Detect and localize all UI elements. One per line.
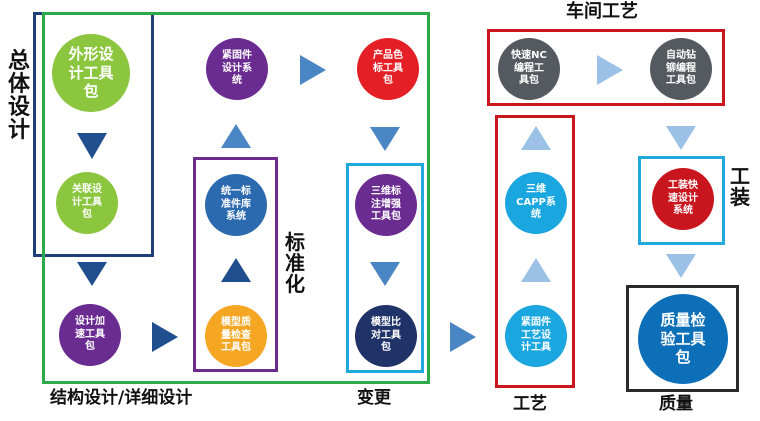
arrow-down-icon [666, 126, 696, 150]
model-quality-check-node: 模型质 量检查 工具包 [205, 305, 267, 367]
quality-label: 质量 [659, 394, 693, 414]
arrow-up-icon [521, 258, 551, 282]
fastener-process-tool-node: 紧固件 工艺设 计工具 [505, 305, 567, 367]
arrow-up-icon [221, 258, 251, 282]
related-design-toolkit-node: 关联设 计工具 包 [56, 172, 118, 234]
structure-design-label: 结构设计/详细设计 [50, 388, 193, 408]
auto-drill-toolkit-node: 自动钻 铆编程 工具包 [650, 38, 712, 100]
workshop-process-label: 车间工艺 [566, 1, 638, 22]
3d-capp-system-node: 三维 CAPP系 统 [505, 172, 567, 234]
product-color-toolkit-node: 产品色 标工具 包 [357, 38, 419, 100]
arrow-down-icon [370, 262, 400, 286]
tooling-label: 工 装 [730, 164, 750, 209]
fastener-design-system-node: 紧固件 设计系 统 [206, 38, 268, 100]
process-frame [495, 115, 575, 388]
arrow-down-icon [77, 262, 107, 286]
overall-design-label: 总 体 设 计 [8, 49, 31, 144]
workshop-process-frame [487, 29, 725, 106]
std-parts-lib-node: 统一标 准件库 系统 [205, 174, 267, 236]
change-frame [346, 163, 424, 373]
process-label: 工艺 [513, 394, 547, 414]
arrow-right-icon [597, 55, 623, 85]
tooling-frame [638, 156, 725, 245]
3d-annotation-toolkit-node: 三维标 注增强 工具包 [355, 174, 417, 236]
standardization-frame [193, 157, 278, 372]
arrow-down-icon [666, 254, 696, 278]
arrow-down-icon [370, 127, 400, 151]
model-compare-toolkit-node: 模型比 对工具 包 [355, 305, 417, 367]
shape-design-toolkit-node: 外形设 计工具 包 [52, 34, 130, 112]
fast-nc-toolkit-node: 快速NC 编程工 具包 [498, 38, 560, 100]
arrow-up-icon [221, 124, 251, 148]
standardization-label: 标 准 化 [285, 230, 305, 296]
arrow-right-icon [152, 322, 178, 352]
structure-design-frame [42, 12, 430, 384]
arrow-up-icon [521, 126, 551, 150]
fixture-design-system-node: 工装快 速设计 系统 [652, 168, 714, 230]
quality-frame [626, 285, 739, 392]
design-accel-toolkit-node: 设计加 速工具 包 [59, 304, 121, 366]
arrow-right-icon [450, 322, 476, 352]
change-label: 变更 [357, 388, 391, 408]
arrow-down-icon [77, 133, 107, 159]
arrow-right-icon [300, 55, 326, 85]
quality-inspect-toolkit-node: 质量检 验工具 包 [638, 294, 728, 384]
